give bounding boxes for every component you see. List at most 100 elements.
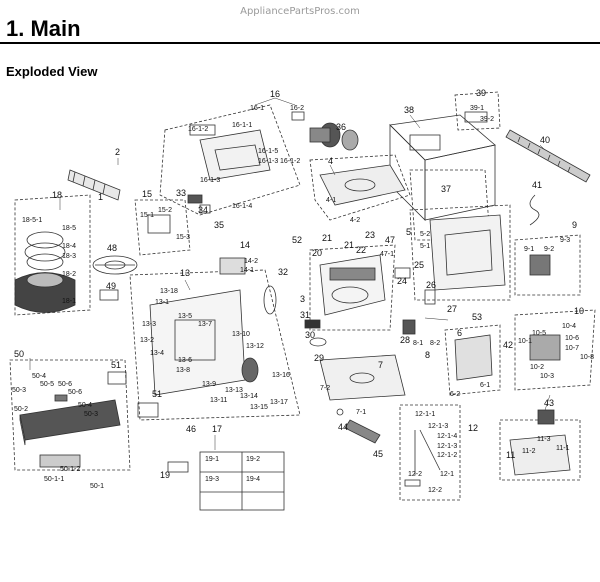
part-13-door [149, 289, 259, 396]
label-13-1: 13-1 [155, 299, 169, 306]
label-15-1: 15-1 [140, 212, 154, 219]
part-sketches [14, 111, 591, 511]
label-44: 44 [338, 422, 348, 432]
label-41: 41 [532, 180, 542, 190]
label-16-1-3: 16-1-3 [258, 158, 278, 165]
label-50-1: 50-1 [90, 483, 104, 490]
label-50-4b: 50-4 [78, 402, 92, 409]
label-31: 31 [300, 310, 310, 320]
group-11-outline [499, 419, 581, 481]
label-13: 13 [180, 268, 190, 278]
label-16-1-1: 16-1-1 [232, 122, 252, 129]
label-9-2: 9-2 [544, 246, 554, 253]
label-12-1-1: 12-1-1 [415, 411, 435, 418]
label-4: 4 [328, 156, 333, 166]
label-9: 9 [572, 220, 577, 230]
label-13-8: 13-8 [176, 367, 190, 374]
label-18-4: 18-4 [62, 243, 76, 250]
label-16: 16 [270, 89, 280, 99]
label-12-1-3b: 12-1-3 [437, 443, 457, 450]
label-6-1: 6-1 [480, 382, 490, 389]
label-6: 6 [457, 328, 462, 338]
label-19-1: 19-1 [205, 456, 219, 463]
label-30: 30 [305, 330, 315, 340]
label-13-16: 13-16 [272, 372, 290, 379]
part-51a [107, 371, 127, 385]
part-16-bracket [189, 111, 305, 181]
group-16-outline [159, 104, 301, 216]
label-13-18: 13-18 [160, 288, 178, 295]
label-16-1-2: 16-1-2 [188, 126, 208, 133]
label-19-2: 19-2 [246, 456, 260, 463]
label-18-5-1: 18-5-1 [22, 217, 42, 224]
label-39-2: 39-2 [480, 116, 494, 123]
label-10-1: 10-1 [518, 338, 532, 345]
label-50-1-1: 50-1-1 [44, 476, 64, 483]
label-12-1-4: 12-1-4 [437, 433, 457, 440]
label-23: 23 [365, 230, 375, 240]
group-6-outline [444, 324, 501, 396]
part-10 [529, 334, 561, 361]
label-16-1-2b: 16-1-2 [280, 158, 300, 165]
label-5-2: 5-2 [420, 231, 430, 238]
label-47: 47 [385, 235, 395, 245]
part-40-strip [505, 129, 591, 183]
label-12: 12 [468, 423, 478, 433]
label-15-2: 15-2 [158, 207, 172, 214]
part-15 [147, 214, 171, 234]
label-7-1: 7-1 [356, 409, 366, 416]
label-49: 49 [106, 281, 116, 291]
label-10-4: 10-4 [562, 323, 576, 330]
group-12-outline [399, 404, 461, 501]
label-10-6: 10-6 [565, 335, 579, 342]
label-18-3: 18-3 [62, 253, 76, 260]
label-12-2: 12-2 [408, 471, 422, 478]
label-38: 38 [404, 105, 414, 115]
label-16-2: 16-2 [290, 105, 304, 112]
label-34: 34 [198, 205, 208, 215]
label-35: 35 [214, 220, 224, 230]
part-7-tray [319, 354, 406, 401]
part-24 [394, 267, 411, 279]
label-51b: 51 [152, 389, 162, 399]
part-48-turntable [92, 255, 138, 275]
part-41-cord [529, 194, 540, 226]
group-9-outline [514, 234, 581, 296]
label-13-9: 13-9 [202, 381, 216, 388]
label-50-3b: 50-3 [84, 411, 98, 418]
label-11-1: 11-1 [556, 445, 570, 452]
part-18-fan [14, 231, 76, 313]
label-25: 25 [414, 260, 424, 270]
label-13-15: 13-15 [250, 404, 268, 411]
part-38-cabinet [389, 114, 496, 221]
label-11-3: 11-3 [537, 436, 551, 443]
part-45-handle [344, 419, 381, 444]
group-5-outline [409, 204, 511, 301]
part-33 [187, 194, 203, 204]
group-10-outline [514, 309, 596, 391]
label-47-1: 47-1 [380, 251, 394, 258]
label-13-2: 13-2 [140, 337, 154, 344]
label-45: 45 [373, 449, 383, 459]
label-16-1-5: 16-1-5 [258, 148, 278, 155]
label-10-2: 10-2 [530, 364, 544, 371]
label-19-4: 19-4 [246, 476, 260, 483]
watermark: AppliancePartsPros.com [240, 6, 360, 17]
label-10-3: 10-3 [540, 373, 554, 380]
part-51b [137, 402, 159, 418]
label-21: 21 [322, 233, 332, 243]
label-13-3: 13-3 [142, 321, 156, 328]
part-3-cavity [319, 254, 386, 316]
group-outlines [9, 91, 596, 501]
title-rule [0, 42, 600, 44]
part-49 [99, 289, 119, 301]
label-36: 36 [336, 122, 346, 132]
part-44 [336, 408, 344, 416]
label-50-4: 50-4 [32, 373, 46, 380]
label-50-6b: 50-6 [68, 389, 82, 396]
part-27 [424, 289, 436, 305]
part-1-duct [67, 169, 121, 201]
label-50: 50 [14, 349, 24, 359]
part-labels: 16 16-1 16-2 16-1-2 16-1-1 16-1-5 16-1-3… [12, 88, 594, 494]
